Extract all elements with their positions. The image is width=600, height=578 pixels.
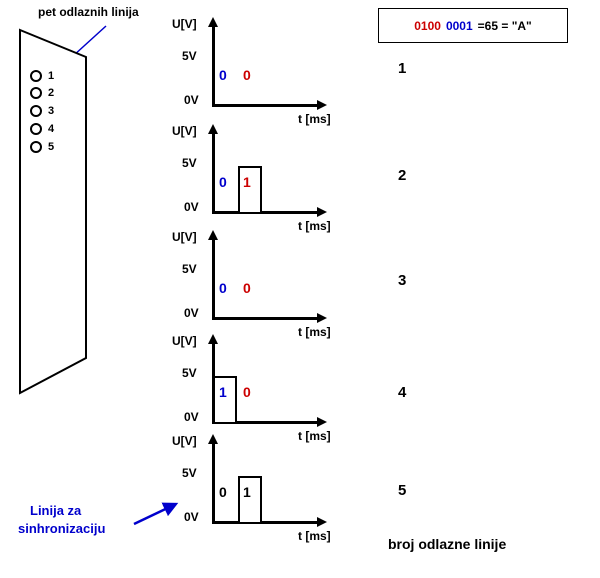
x-axis-label: t [ms] bbox=[298, 529, 331, 543]
tick-5v: 5V bbox=[182, 262, 197, 276]
pin-label: 2 bbox=[48, 87, 55, 99]
pin-label: 4 bbox=[48, 123, 55, 135]
y-axis-arrow-icon bbox=[208, 124, 218, 134]
tick-0v: 0V bbox=[184, 93, 199, 107]
pin-circle-icon bbox=[30, 105, 42, 117]
y-axis-arrow-icon bbox=[208, 17, 218, 27]
pin-label: 1 bbox=[48, 70, 55, 82]
waveform-graph-4: U[V] 5V 0V 1 0 t [ms] bbox=[172, 334, 377, 448]
byte-high-nibble: 0100 bbox=[414, 18, 441, 33]
pin-label: 3 bbox=[48, 105, 55, 117]
x-axis bbox=[212, 421, 318, 424]
x-axis-arrow-icon bbox=[317, 417, 327, 427]
line-number-3: 3 bbox=[398, 272, 407, 289]
waveform-graph-5: U[V] 5V 0V 0 1 t [ms] bbox=[172, 434, 377, 548]
output-pin-2: 2 bbox=[30, 87, 54, 99]
y-axis bbox=[212, 239, 215, 318]
output-pin-3: 3 bbox=[30, 105, 54, 117]
y-axis-label: U[V] bbox=[172, 17, 197, 31]
pin-label: 5 bbox=[48, 141, 55, 153]
y-axis bbox=[212, 133, 215, 212]
bit1: 0 bbox=[219, 280, 227, 296]
waveform-graph-2: U[V] 5V 0V 0 1 t [ms] bbox=[172, 124, 377, 238]
sync-pointer-arrow bbox=[133, 502, 179, 526]
pin-circle-icon bbox=[30, 141, 42, 153]
tick-5v: 5V bbox=[182, 466, 197, 480]
line-number-2: 2 bbox=[398, 167, 407, 184]
tick-0v: 0V bbox=[184, 510, 199, 524]
line-number-5: 5 bbox=[398, 482, 407, 499]
y-axis-label: U[V] bbox=[172, 434, 197, 448]
x-axis-label: t [ms] bbox=[298, 429, 331, 443]
y-axis bbox=[212, 443, 215, 522]
x-axis bbox=[212, 521, 318, 524]
x-axis-label: t [ms] bbox=[298, 112, 331, 126]
x-axis-arrow-icon bbox=[317, 100, 327, 110]
sync-line-label-line1: Linija za bbox=[30, 503, 82, 518]
byte-value-box: 0100 0001 =65 = "A" bbox=[378, 8, 568, 43]
byte-low-nibble: 0001 bbox=[445, 18, 473, 33]
pin-circle-icon bbox=[30, 87, 42, 99]
y-axis-arrow-icon bbox=[208, 434, 218, 444]
x-axis bbox=[212, 317, 318, 320]
pin-circle-icon bbox=[30, 123, 42, 135]
bit2: 0 bbox=[243, 280, 251, 296]
tick-5v: 5V bbox=[182, 49, 197, 63]
sync-line-label-line2: sinhronizaciju bbox=[18, 521, 106, 536]
x-axis bbox=[212, 211, 318, 214]
bit1: 0 bbox=[219, 67, 227, 83]
tick-5v: 5V bbox=[182, 366, 197, 380]
y-axis-label: U[V] bbox=[172, 230, 197, 244]
output-pin-4: 4 bbox=[30, 123, 54, 135]
y-axis-label: U[V] bbox=[172, 124, 197, 138]
bit1: 0 bbox=[219, 484, 227, 500]
line-number-1: 1 bbox=[398, 60, 407, 77]
y-axis-label: U[V] bbox=[172, 334, 197, 348]
x-axis-arrow-icon bbox=[317, 517, 327, 527]
pulse bbox=[238, 166, 262, 212]
bit2: 1 bbox=[243, 484, 251, 500]
x-axis-arrow-icon bbox=[317, 207, 327, 217]
bottom-caption: broj odlazne linije bbox=[388, 536, 507, 552]
bit1: 0 bbox=[219, 174, 227, 190]
y-axis bbox=[212, 26, 215, 105]
pulse bbox=[238, 476, 262, 522]
pulse bbox=[213, 376, 237, 422]
bit1: 1 bbox=[219, 384, 227, 400]
y-axis-arrow-icon bbox=[208, 334, 218, 344]
bit2: 0 bbox=[243, 67, 251, 83]
x-axis-arrow-icon bbox=[317, 313, 327, 323]
pins-title: pet odlaznih linija bbox=[38, 5, 139, 19]
output-pin-5: 5 bbox=[30, 141, 54, 153]
tick-0v: 0V bbox=[184, 410, 199, 424]
bit2: 1 bbox=[243, 174, 251, 190]
waveform-graph-3: U[V] 5V 0V 0 0 t [ms] bbox=[172, 230, 377, 344]
tick-5v: 5V bbox=[182, 156, 197, 170]
waveform-graph-1: U[V] 5V 0V 0 0 t [ms] bbox=[172, 17, 377, 131]
line-number-4: 4 bbox=[398, 384, 407, 401]
output-pin-1: 1 bbox=[30, 70, 54, 82]
y-axis-arrow-icon bbox=[208, 230, 218, 240]
x-axis-label: t [ms] bbox=[298, 325, 331, 339]
tick-0v: 0V bbox=[184, 200, 199, 214]
connector-outline bbox=[19, 28, 87, 395]
x-axis bbox=[212, 104, 318, 107]
bit2: 0 bbox=[243, 384, 251, 400]
x-axis-label: t [ms] bbox=[298, 219, 331, 233]
pin-circle-icon bbox=[30, 70, 42, 82]
tick-0v: 0V bbox=[184, 306, 199, 320]
byte-decimal-ascii: =65 = "A" bbox=[477, 18, 532, 33]
